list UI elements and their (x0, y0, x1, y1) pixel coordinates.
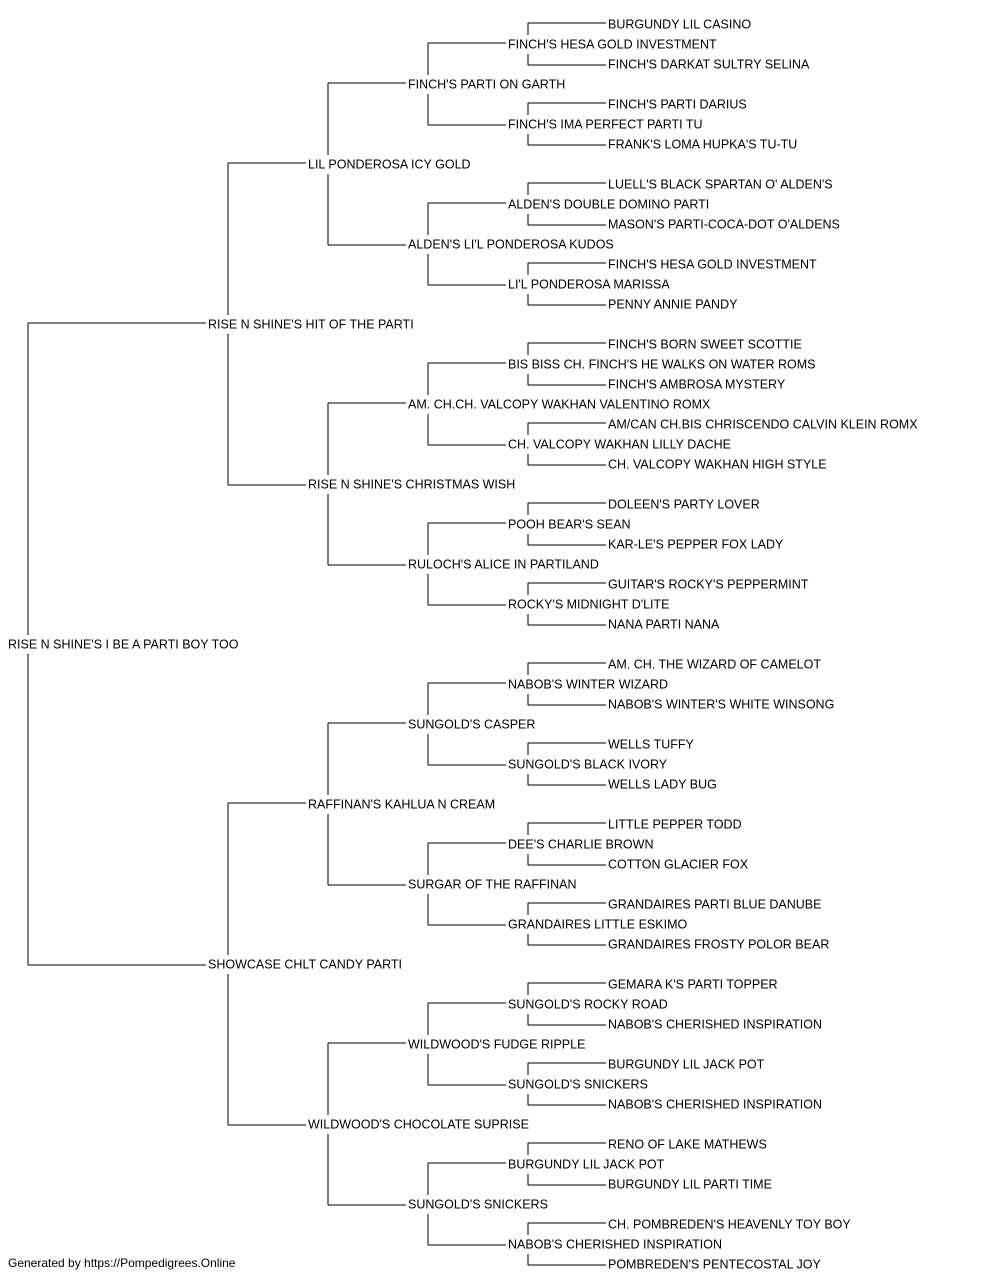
dog-name-gen5-sire[interactable]: GUITAR'S ROCKY'S PEPPERMINT (608, 578, 809, 592)
dog-name-gen5-dam[interactable]: FINCH'S AMBROSA MYSTERY (608, 378, 786, 392)
dog-name-gen5-dam[interactable]: FINCH'S DARKAT SULTRY SELINA (608, 58, 810, 72)
dog-name-gen3-sire[interactable]: AM. CH.CH. VALCOPY WAKHAN VALENTINO ROMX (408, 398, 711, 412)
dog-name-gen3-dam[interactable]: SUNGOLD'S SNICKERS (408, 1198, 548, 1212)
dog-name-gen5-dam[interactable]: POMBREDEN'S PENTECOSTAL JOY (608, 1258, 822, 1272)
dog-name-gen4-sire[interactable]: BIS BISS CH. FINCH'S HE WALKS ON WATER R… (508, 358, 816, 372)
dog-name-gen5-sire[interactable]: AM. CH. THE WIZARD OF CAMELOT (608, 658, 821, 672)
dog-name-gen4-dam[interactable]: GRANDAIRES LITTLE ESKIMO (508, 918, 687, 932)
dog-name-gen3-sire[interactable]: SUNGOLD'S CASPER (408, 718, 535, 732)
dog-name-gen5-dam[interactable]: NABOB'S CHERISHED INSPIRATION (608, 1098, 822, 1112)
dog-name-gen4-sire[interactable]: BURGUNDY LIL JACK POT (508, 1158, 665, 1172)
dog-name-gen5-dam[interactable]: CH. VALCOPY WAKHAN HIGH STYLE (608, 458, 827, 472)
dog-name-gen4-sire[interactable]: SUNGOLD'S ROCKY ROAD (508, 998, 668, 1012)
dog-name-gen5-sire[interactable]: GRANDAIRES PARTI BLUE DANUBE (608, 898, 821, 912)
dog-name-gen5-dam[interactable]: FRANK'S LOMA HUPKA'S TU-TU (608, 138, 797, 152)
dog-name-gen5-sire[interactable]: BURGUNDY LIL CASINO (608, 18, 751, 32)
dog-name-gen5-sire[interactable]: LITTLE PEPPER TODD (608, 818, 742, 832)
dog-name-gen4-dam[interactable]: ROCKY'S MIDNIGHT D'LITE (508, 598, 670, 612)
dog-name-gen4-sire[interactable]: DEE'S CHARLIE BROWN (508, 838, 653, 852)
dog-name-gen1-dam[interactable]: SHOWCASE CHLT CANDY PARTI (208, 958, 402, 972)
dog-name-gen2-sire[interactable]: LIL PONDEROSA ICY GOLD (308, 158, 471, 172)
dog-name-gen2-dam[interactable]: RISE N SHINE'S CHRISTMAS WISH (308, 478, 515, 492)
dog-name-gen3-dam[interactable]: ALDEN'S LI'L PONDEROSA KUDOS (408, 238, 614, 252)
dog-name-gen3-dam[interactable]: SURGAR OF THE RAFFINAN (408, 878, 577, 892)
dog-name-gen4-dam[interactable]: LI'L PONDEROSA MARISSA (508, 278, 670, 292)
dog-name-gen3-sire[interactable]: FINCH'S PARTI ON GARTH (408, 78, 565, 92)
dog-name-gen5-sire[interactable]: AM/CAN CH.BIS CHRISCENDO CALVIN KLEIN RO… (608, 418, 918, 432)
dog-name-gen2-sire[interactable]: RAFFINAN'S KAHLUA N CREAM (308, 798, 495, 812)
dog-name-gen5-sire[interactable]: FINCH'S PARTI DARIUS (608, 98, 747, 112)
dog-name-gen4-dam[interactable]: CH. VALCOPY WAKHAN LILLY DACHE (508, 438, 731, 452)
footer-credit: Generated by https://Pompedigrees.Online (8, 1256, 236, 1270)
dog-name-gen0-subject[interactable]: RISE N SHINE'S I BE A PARTI BOY TOO (8, 638, 239, 652)
dog-name-gen4-sire[interactable]: POOH BEAR'S SEAN (508, 518, 631, 532)
dog-name-gen5-sire[interactable]: CH. POMBREDEN'S HEAVENLY TOY BOY (608, 1218, 851, 1232)
dog-name-gen3-sire[interactable]: WILDWOOD'S FUDGE RIPPLE (408, 1038, 585, 1052)
dog-name-gen5-sire[interactable]: GEMARA K'S PARTI TOPPER (608, 978, 778, 992)
dog-name-gen5-sire[interactable]: LUELL'S BLACK SPARTAN O' ALDEN'S (608, 178, 833, 192)
dog-name-gen5-dam[interactable]: NABOB'S WINTER'S WHITE WINSONG (608, 698, 834, 712)
dog-name-gen5-dam[interactable]: WELLS LADY BUG (608, 778, 717, 792)
dog-name-gen5-dam[interactable]: GRANDAIRES FROSTY POLOR BEAR (608, 938, 829, 952)
dog-name-gen1-sire[interactable]: RISE N SHINE'S HIT OF THE PARTI (208, 318, 414, 332)
dog-name-gen5-dam[interactable]: PENNY ANNIE PANDY (608, 298, 738, 312)
dog-name-gen4-sire[interactable]: ALDEN'S DOUBLE DOMINO PARTI (508, 198, 709, 212)
dog-name-gen5-dam[interactable]: BURGUNDY LIL PARTI TIME (608, 1178, 772, 1192)
dog-name-gen5-sire[interactable]: FINCH'S HESA GOLD INVESTMENT (608, 258, 817, 272)
dog-name-gen2-dam[interactable]: WILDWOOD'S CHOCOLATE SUPRISE (308, 1118, 529, 1132)
dog-name-gen5-sire[interactable]: BURGUNDY LIL JACK POT (608, 1058, 765, 1072)
dog-name-gen4-dam[interactable]: SUNGOLD'S BLACK IVORY (508, 758, 668, 772)
dog-name-gen5-dam[interactable]: NANA PARTI NANA (608, 618, 720, 632)
dog-name-gen5-sire[interactable]: DOLEEN'S PARTY LOVER (608, 498, 760, 512)
dog-name-gen4-dam[interactable]: NABOB'S CHERISHED INSPIRATION (508, 1238, 722, 1252)
dog-name-gen4-sire[interactable]: FINCH'S HESA GOLD INVESTMENT (508, 38, 717, 52)
dog-name-gen3-dam[interactable]: RULOCH'S ALICE IN PARTILAND (408, 558, 599, 572)
dog-name-gen5-dam[interactable]: KAR-LE'S PEPPER FOX LADY (608, 538, 784, 552)
dog-name-gen5-sire[interactable]: RENO OF LAKE MATHEWS (608, 1138, 767, 1152)
dog-name-gen5-sire[interactable]: FINCH'S BORN SWEET SCOTTIE (608, 338, 802, 352)
dog-name-gen4-dam[interactable]: FINCH'S IMA PERFECT PARTI TU (508, 118, 703, 132)
dog-name-gen5-sire[interactable]: WELLS TUFFY (608, 738, 695, 752)
dog-name-gen4-sire[interactable]: NABOB'S WINTER WIZARD (508, 678, 668, 692)
dog-name-gen4-dam[interactable]: SUNGOLD'S SNICKERS (508, 1078, 648, 1092)
dog-name-gen5-dam[interactable]: COTTON GLACIER FOX (608, 858, 749, 872)
dog-name-gen5-dam[interactable]: NABOB'S CHERISHED INSPIRATION (608, 1018, 822, 1032)
dog-name-gen5-dam[interactable]: MASON'S PARTI-COCA-DOT O'ALDENS (608, 218, 840, 232)
